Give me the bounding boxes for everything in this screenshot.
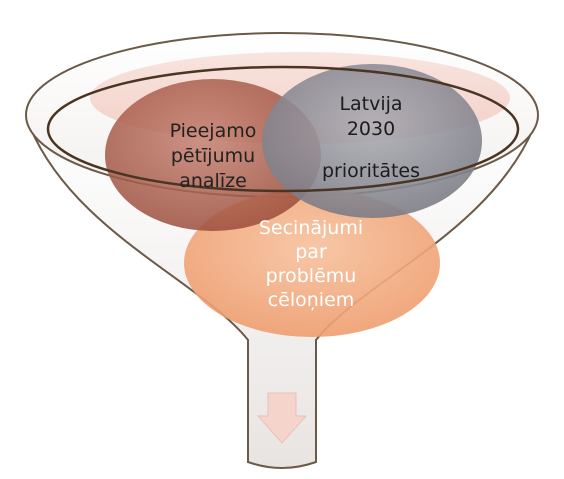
right-label-line: prioritātes <box>322 160 420 182</box>
bottom-label-line: par <box>295 241 327 263</box>
right-circle-label: Latvija 2030 prioritātes <box>275 92 467 184</box>
right-label-line: 2030 <box>346 118 396 140</box>
left-label-line: pētījumu <box>170 145 256 167</box>
left-circle <box>105 79 321 231</box>
bottom-label-line: cēloņiem <box>267 289 355 311</box>
down-arrow-icon <box>256 392 308 444</box>
bottom-label-line: problēmu <box>265 265 357 287</box>
left-label-line: Pieejamo <box>169 120 257 142</box>
bottom-circle-label: Secinājumi par problēmu cēloņiem <box>215 216 407 312</box>
bottom-label-line: Secinājumi <box>258 217 364 239</box>
left-label-line: analīze <box>179 170 247 192</box>
right-label-line: Latvija <box>339 93 403 115</box>
left-circle-label: Pieejamo pētījumu analīze <box>140 119 286 194</box>
funnel-inner-ring <box>46 65 520 193</box>
right-circle <box>262 64 482 218</box>
spacer <box>275 142 467 159</box>
